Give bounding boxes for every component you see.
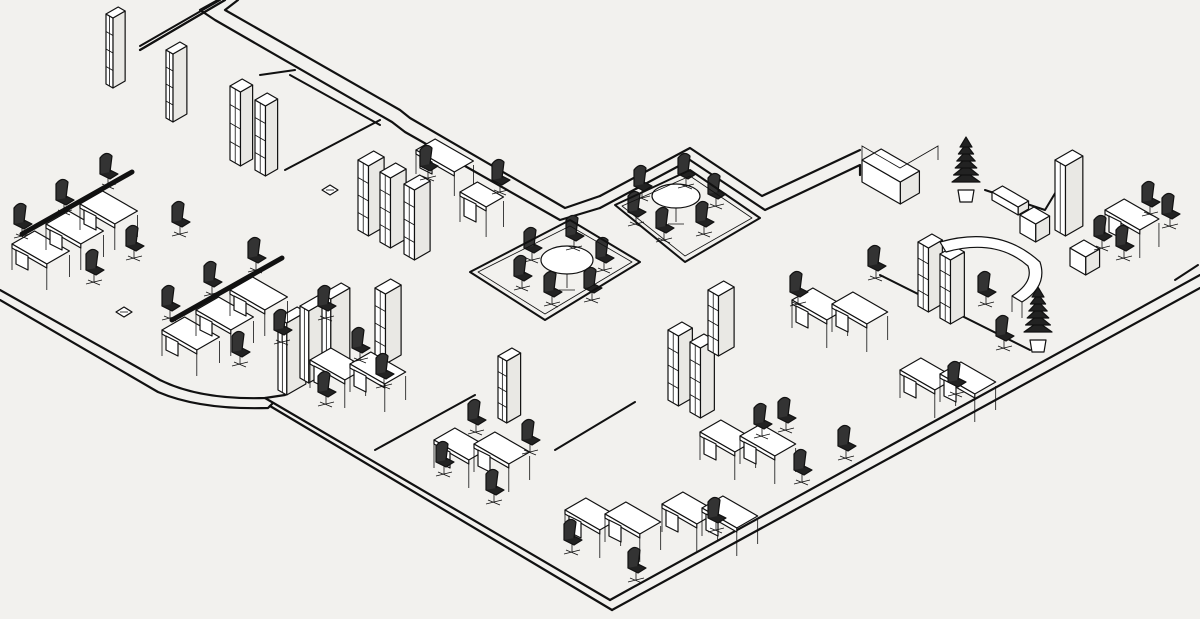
bookcase-14: [939, 245, 965, 325]
furniture-layer: [11, 6, 1181, 584]
cubicle-3: [563, 497, 662, 584]
potted-tree-2: [1023, 286, 1053, 353]
wall-north-east: [598, 158, 862, 212]
bookcase-10: [667, 321, 693, 407]
desk-cluster-top: [415, 138, 511, 237]
meeting-rug-1: [469, 219, 641, 321]
bookcase-4: [254, 92, 279, 177]
floor-box-2: [115, 306, 133, 318]
partition-south-2: [554, 401, 636, 451]
sofa: [861, 145, 939, 205]
cubicle-6: [789, 244, 889, 352]
cubicle-5: [699, 396, 857, 486]
bookcase-3: [229, 78, 254, 167]
cubicle-1: [309, 326, 407, 412]
workstation-chair-12: [317, 284, 337, 322]
bookcase-8: [374, 278, 402, 365]
cubicle-7: [899, 314, 1015, 422]
bookcase-12: [707, 280, 735, 357]
workstation-chair-8: [203, 260, 223, 298]
partition-storage: [259, 69, 381, 171]
workstation-chair-3: [99, 152, 119, 190]
cubicle-2: [433, 398, 541, 506]
workstation-chair-1: [13, 202, 33, 240]
wall-south-west-inner: [268, 404, 614, 612]
wall-south-east: [608, 273, 1200, 602]
wall-south-east-inner: [610, 286, 1200, 612]
bookcase-1: [105, 6, 126, 89]
workstation-chair-5: [125, 224, 145, 262]
partition-south-1: [374, 394, 476, 451]
wall-north-left: [198, 0, 602, 222]
coffee-table: [991, 185, 1030, 216]
bookcase-6: [379, 162, 407, 249]
workstation-chair-2: [55, 178, 75, 216]
bookcase-2: [165, 41, 188, 123]
workstation-chair-10: [231, 330, 251, 368]
side-table-set: [1093, 180, 1181, 262]
meeting-rug-2: [614, 169, 761, 263]
armchair-2: [1069, 239, 1101, 276]
potted-tree-1: [951, 136, 981, 203]
interior-partitions: [139, 0, 1199, 451]
bookcase-13: [917, 233, 943, 313]
bookcase-7: [403, 174, 431, 261]
workstation-bench-2: [161, 255, 289, 376]
cubicle-4: [661, 491, 759, 556]
workstation-chair-6: [171, 200, 191, 238]
wall-west: [0, 288, 287, 400]
workstation-chair-7: [161, 284, 181, 322]
meeting-table-1: [513, 214, 615, 308]
partition-far-east: [1174, 264, 1199, 281]
reception-counter: [939, 236, 1043, 318]
workstation-chair-4: [85, 248, 105, 286]
workstation-chair-11: [273, 308, 293, 346]
wall-south-west: [263, 396, 612, 602]
partition-top: [139, 0, 226, 51]
tall-wardrobe: [1054, 149, 1084, 237]
armchair-1: [1019, 206, 1051, 243]
workstation-chair-9: [247, 236, 267, 274]
workstation-bench-1: [11, 169, 139, 290]
bookcase-9: [497, 347, 522, 424]
bookcase-11: [689, 333, 715, 419]
wall-north-left-inner: [223, 0, 602, 210]
wall-west-inner: [0, 298, 274, 410]
floor-box-1: [321, 184, 339, 196]
